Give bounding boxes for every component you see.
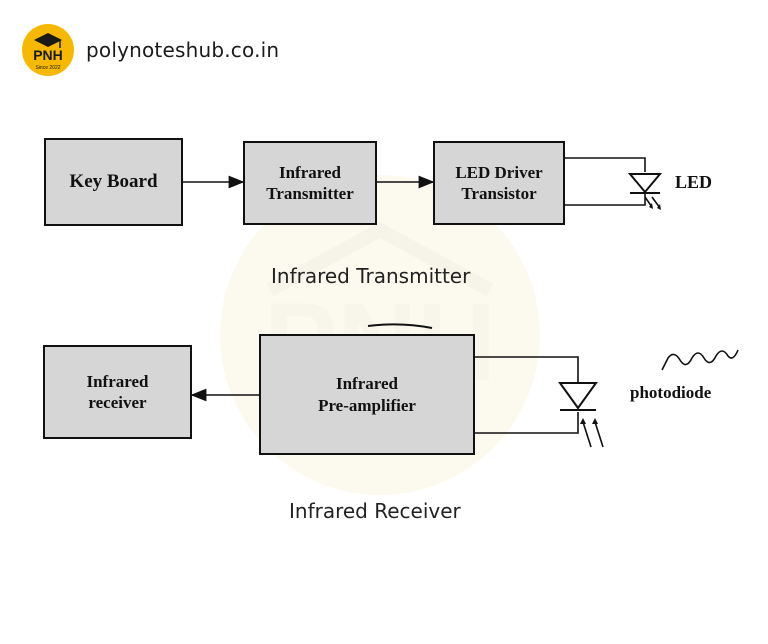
infrared-receiver-label: Infrared receiver <box>86 371 149 412</box>
keyboard-block: Key Board <box>44 138 183 226</box>
led-driver-label: LED Driver Transistor <box>455 162 543 203</box>
photodiode-symbol-icon <box>558 382 604 448</box>
light-wave-icon <box>661 349 739 371</box>
infrared-receiver-block: Infrared receiver <box>43 345 192 439</box>
photodiode-label: photodiode <box>630 383 712 402</box>
preamp-label: Infrared Pre-amplifier <box>318 374 416 415</box>
photodiode-wire-bottom <box>474 412 579 434</box>
preamp-block: Infrared Pre-amplifier <box>259 334 475 455</box>
logo-since: Since 2022 <box>35 65 60 71</box>
led-label: LED <box>675 172 713 192</box>
scribble-mark <box>367 323 433 329</box>
led-driver-block: LED Driver Transistor <box>433 141 565 225</box>
photodiode-wire-top <box>474 356 579 382</box>
led-wire-bottom <box>565 194 646 206</box>
infrared-transmitter-block: Infrared Transmitter <box>243 141 377 225</box>
site-header: PNH Since 2022 polynoteshub.co.in <box>20 20 279 80</box>
logo-text: PNH <box>33 47 63 63</box>
pnh-logo-icon: PNH Since 2022 <box>22 24 74 76</box>
site-name[interactable]: polynoteshub.co.in <box>86 38 280 62</box>
transmitter-caption: Infrared Transmitter <box>271 264 471 288</box>
keyboard-label: Key Board <box>69 171 158 193</box>
led-wire-top <box>565 157 646 172</box>
infrared-transmitter-label: Infrared Transmitter <box>266 162 354 203</box>
receiver-caption: Infrared Receiver <box>289 499 461 523</box>
led-symbol-icon <box>627 173 663 210</box>
